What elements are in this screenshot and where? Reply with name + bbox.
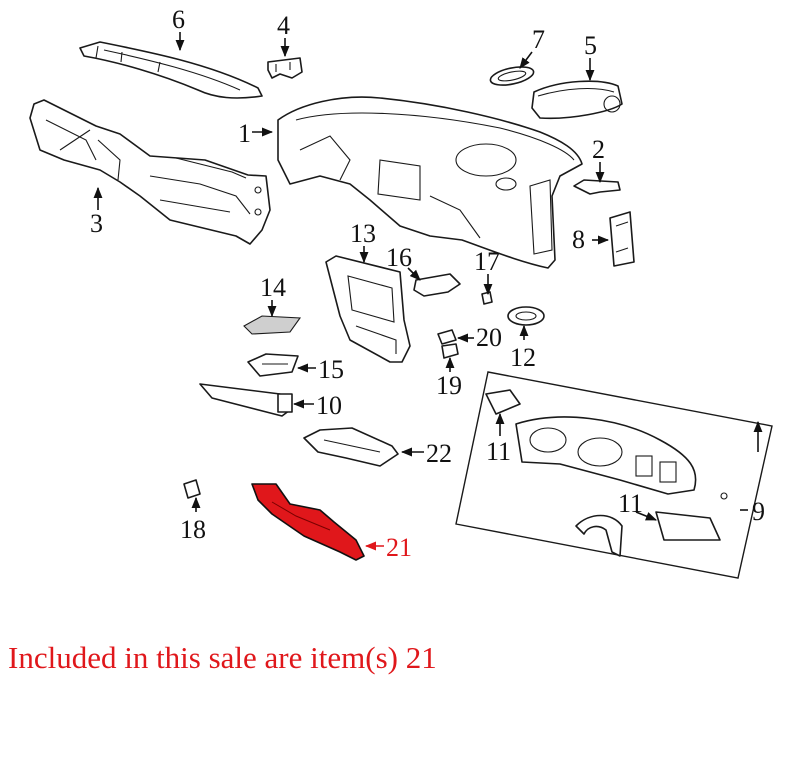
callout-8: 8 xyxy=(572,225,585,254)
included-items-caption: Included in this sale are item(s) 21 xyxy=(8,640,437,675)
callout-18: 18 xyxy=(180,515,206,544)
callout-3: 3 xyxy=(90,209,103,238)
part-12-vent xyxy=(507,306,545,326)
callout-13: 13 xyxy=(350,219,376,248)
part-20-fastener xyxy=(437,329,457,345)
part-4-bracket xyxy=(267,57,303,79)
callout-9: 9 xyxy=(752,497,765,526)
part-9-kit-box xyxy=(455,371,773,579)
part-15-tray xyxy=(247,353,299,377)
part-19-fastener xyxy=(441,343,459,359)
part-13-bezel xyxy=(325,255,411,363)
part-17-clip xyxy=(481,291,493,305)
callout-14: 14 xyxy=(260,273,286,302)
part-16-bracket xyxy=(413,273,461,297)
callout-17: 17 xyxy=(474,247,500,276)
callout-7: 7 xyxy=(532,25,545,54)
callout-10: 10 xyxy=(316,391,342,420)
part-2-clip-bracket xyxy=(573,179,621,195)
callout-11-bottom: 11 xyxy=(618,489,643,518)
callout-5: 5 xyxy=(584,31,597,60)
callout-arrows xyxy=(93,32,763,551)
part-3-cross-car-beam xyxy=(29,99,271,245)
callout-15: 15 xyxy=(318,355,344,384)
callout-1: 1 xyxy=(238,119,251,148)
callout-2: 2 xyxy=(592,135,605,164)
part-8-side-panel xyxy=(609,211,635,267)
part-1-instrument-panel xyxy=(277,96,583,269)
part-10-reinforcement xyxy=(199,383,293,417)
part-5-airbag-cover xyxy=(531,80,623,120)
callout-21: 21 xyxy=(386,533,412,562)
callout-19: 19 xyxy=(436,371,462,400)
part-6-defroster-grille xyxy=(79,41,263,99)
part-18-clip xyxy=(183,479,201,499)
callout-4: 4 xyxy=(277,11,290,40)
part-21-knee-bolster xyxy=(251,483,365,561)
part-22-knee-bracket xyxy=(303,427,399,467)
callout-labels: 6 4 7 5 1 2 3 8 13 16 17 14 12 20 19 15 … xyxy=(90,5,765,562)
part-14-grille xyxy=(243,315,302,335)
callout-16: 16 xyxy=(386,243,412,272)
callout-6: 6 xyxy=(172,5,185,34)
callout-11-top: 11 xyxy=(486,437,511,466)
part-7-emblem xyxy=(489,66,535,86)
callout-12: 12 xyxy=(510,343,536,372)
callout-20: 20 xyxy=(476,323,502,352)
callout-22: 22 xyxy=(426,439,452,468)
